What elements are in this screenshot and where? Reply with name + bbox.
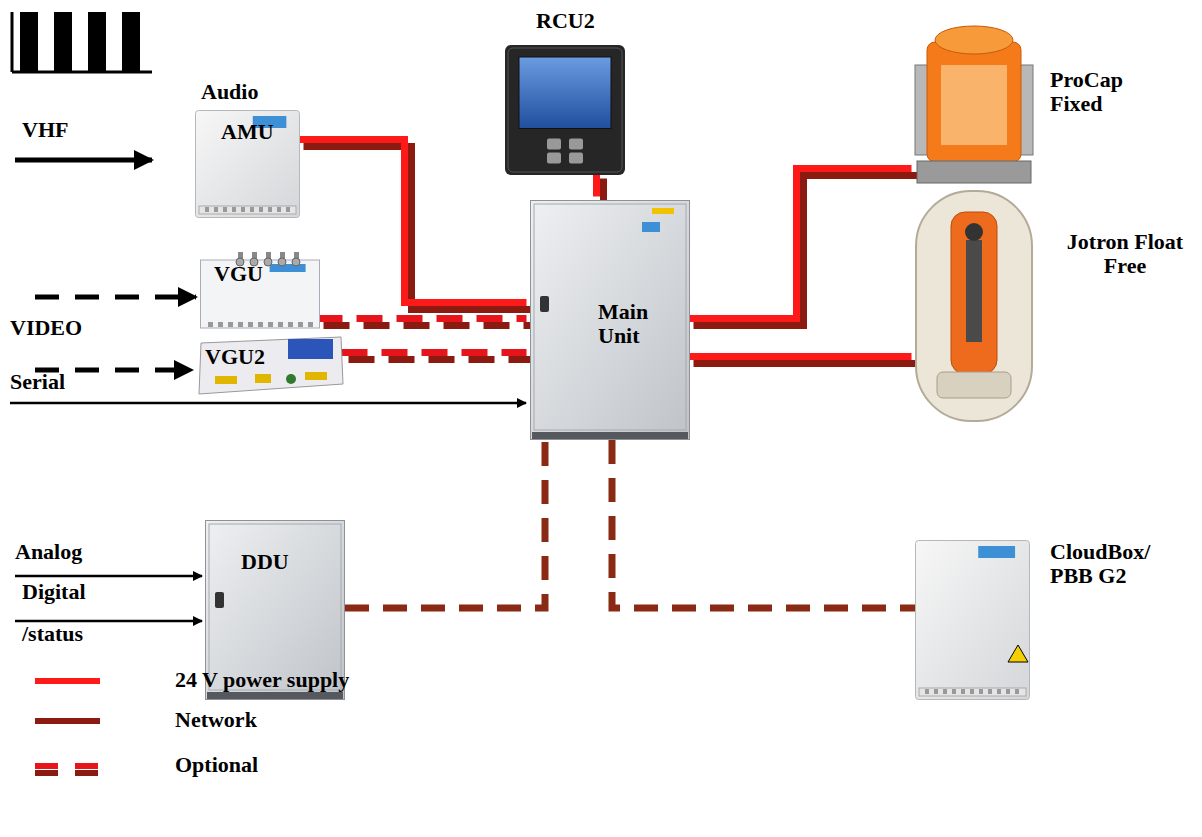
device-box: CloudBox/ PBB G2: [915, 540, 1030, 700]
wire-stroke: [694, 360, 919, 367]
legend-text: Optional: [175, 753, 258, 777]
wire-stroke: [342, 349, 527, 356]
signal-label: VIDEO: [10, 316, 82, 340]
wire-stroke: [324, 322, 534, 329]
wire-stroke: [612, 440, 915, 608]
device-box: ProCap Fixed: [915, 20, 1033, 185]
cable-connector: [297, 140, 534, 310]
signal-label: Digital /status: [22, 571, 102, 655]
signal-label: VHF: [22, 118, 68, 142]
device-label: VGU2: [205, 345, 265, 369]
cable-connector: [317, 319, 534, 326]
device-label: Main Unit: [598, 300, 684, 348]
wire-stroke: [297, 140, 527, 303]
device-label: ProCap Fixed: [1050, 68, 1146, 116]
piano-icon: [12, 12, 152, 72]
device-picture: [915, 20, 1033, 185]
legend-text: 24 V power supply: [175, 668, 349, 692]
cable-connector: [687, 357, 919, 364]
wire-stroke: [593, 172, 600, 197]
wire-stroke: [687, 353, 912, 360]
signal-arrows: [10, 160, 526, 621]
device-label: RCU2: [536, 9, 595, 33]
device-label: AMU: [221, 120, 274, 144]
device-picture: [505, 45, 625, 175]
wire-stroke: [345, 440, 545, 608]
device-label: CloudBox/ PBB G2: [1050, 540, 1194, 588]
cable-connector: [612, 440, 915, 608]
cable-connector: [687, 169, 919, 326]
signal-label: Serial: [10, 370, 65, 394]
cable-connector: [345, 440, 545, 608]
wire-stroke: [304, 147, 534, 310]
wire-stroke: [317, 315, 527, 322]
device-picture: [915, 190, 1033, 422]
wire-stroke: [600, 179, 607, 204]
device-picture: [915, 540, 1030, 700]
device-box: VGU: [200, 252, 320, 330]
device-box: Jotron Float Free: [915, 190, 1033, 422]
legend-samples: [35, 681, 100, 773]
legend-text: Network: [175, 708, 257, 732]
device-box: VGU2: [195, 335, 345, 398]
device-label: Jotron Float Free: [1063, 230, 1187, 278]
cable-connector: [597, 172, 604, 204]
device-label: DDU: [241, 550, 289, 574]
signal-label: Analog: [15, 540, 82, 564]
device-box: AudioAMU: [195, 110, 300, 218]
device-label: Audio: [201, 80, 258, 104]
wire-stroke: [694, 176, 919, 326]
device-box: RCU2: [505, 45, 625, 175]
device-box: Main Unit: [530, 200, 690, 440]
wire-stroke: [687, 169, 912, 319]
cable-connector: [342, 353, 534, 360]
device-label: VGU: [214, 262, 263, 286]
wire-stroke: [349, 356, 534, 363]
